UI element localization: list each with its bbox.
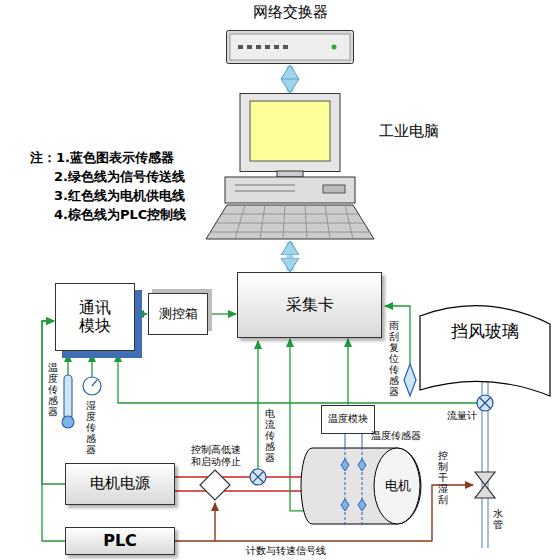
node-label: 工业电脑 (379, 123, 439, 140)
connector (287, 66, 294, 92)
control-label: 控制干湿刮 (438, 450, 448, 505)
network-switch: 网络交换器 (226, 30, 354, 64)
comm-module-box: 通讯模块 (55, 283, 135, 351)
sensor-label: 温度传感器 (371, 430, 421, 442)
plc-box: PLC (65, 527, 175, 555)
motor-power-box: 电机电源 (65, 463, 175, 505)
windshield: 挡风玻璃 (418, 298, 552, 398)
control-box: 测控箱 (148, 293, 208, 335)
pipe-label: 水管 (493, 508, 503, 530)
control-diamond (200, 470, 230, 500)
note-line: 3.红色线为电机供电线 (54, 189, 185, 204)
connector (175, 476, 302, 478)
windshield-outline (418, 298, 552, 398)
sensor-label: 流量计 (447, 410, 477, 422)
switch-icon (226, 30, 354, 64)
edge-label: 计数与转速信号线 (246, 545, 326, 557)
node-label: PLC (103, 532, 137, 550)
connector (209, 313, 236, 314)
node-label: 电机 (385, 479, 411, 494)
node-label: 通讯模块 (77, 299, 113, 336)
sensor-label: 雨刮复位传感器 (389, 320, 399, 397)
sensor-label: 湿度传感器 (86, 400, 96, 455)
node-label: 温度模块 (328, 413, 368, 425)
connector (347, 339, 348, 405)
node-label: 采集卡 (286, 296, 334, 314)
temperature-sensor-symbol (62, 375, 74, 428)
motor: 电机 (300, 447, 422, 525)
industrial-pc: 工业电脑 (205, 93, 375, 240)
water-valve-symbol (475, 472, 495, 498)
sensor-label: 温度传感器 (48, 362, 58, 417)
note-line: 4.棕色线为PLC控制线 (54, 208, 186, 223)
node-label: 测控箱 (159, 307, 198, 322)
node-label: 网络交换器 (216, 4, 364, 21)
power-wire (175, 490, 302, 492)
flow-meter-symbol (477, 395, 493, 411)
note-line: 注：1.蓝色图表示传感器 (30, 151, 174, 166)
connector (42, 321, 65, 541)
wiper-reset-sensor-symbol (404, 364, 416, 396)
temperature-module-box: 温度模块 (321, 405, 375, 434)
connector (136, 313, 147, 314)
sensor-label: 电流传感器 (265, 408, 275, 463)
node-label: 挡风玻璃 (451, 322, 519, 342)
connector (287, 242, 294, 271)
control-label: 控制高低速和启动停止 (187, 444, 245, 467)
humidity-sensor-symbol (83, 377, 101, 395)
note-line: 2.绿色线为信号传送线 (54, 170, 185, 185)
acquisition-card-box: 采集卡 (237, 272, 382, 338)
computer-icon (205, 93, 375, 240)
node-label: 电机电源 (90, 475, 150, 492)
current-sensor-symbol (250, 469, 266, 485)
